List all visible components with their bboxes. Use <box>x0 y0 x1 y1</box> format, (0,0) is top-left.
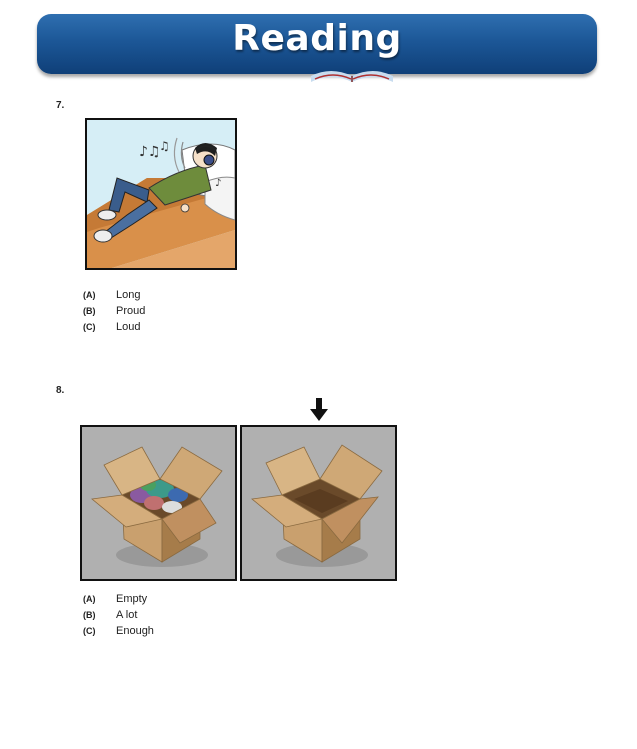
option-letter: (B) <box>83 306 96 316</box>
section-title: Reading <box>232 18 402 59</box>
question-7-image: ♪♫ ♫ ♪ <box>85 118 237 270</box>
svg-text:♫: ♫ <box>159 139 170 153</box>
question-number: 8. <box>56 385 65 396</box>
empty-box-image <box>240 425 397 581</box>
option-letter: (C) <box>83 626 96 636</box>
option-text: Empty <box>116 593 148 605</box>
full-box-image <box>80 425 237 581</box>
option-text: Enough <box>116 625 154 637</box>
section-banner: Reading <box>37 14 597 82</box>
option-text: Proud <box>116 305 146 317</box>
svg-text:♪: ♪ <box>215 178 221 189</box>
answer-options: (A) Empty (B) A lot (C) Enough <box>83 591 154 639</box>
option-letter: (A) <box>83 290 96 300</box>
down-arrow-icon <box>310 398 328 421</box>
option-letter: (C) <box>83 322 96 332</box>
option-letter: (B) <box>83 610 96 620</box>
option-text: A lot <box>116 609 138 621</box>
answer-option-a[interactable]: (A) Empty <box>83 591 154 607</box>
svg-text:♪♫: ♪♫ <box>139 144 161 160</box>
answer-option-a[interactable]: (A) Long <box>83 287 145 303</box>
open-book-icon <box>311 71 393 82</box>
option-text: Long <box>116 289 141 301</box>
answer-option-c[interactable]: (C) Loud <box>83 319 145 335</box>
option-text: Loud <box>116 321 141 333</box>
answer-option-b[interactable]: (B) Proud <box>83 303 145 319</box>
answer-option-b[interactable]: (B) A lot <box>83 607 154 623</box>
option-letter: (A) <box>83 594 96 604</box>
question-number: 7. <box>56 100 65 111</box>
answer-option-c[interactable]: (C) Enough <box>83 623 154 639</box>
answer-options: (A) Long (B) Proud (C) Loud <box>83 287 145 335</box>
